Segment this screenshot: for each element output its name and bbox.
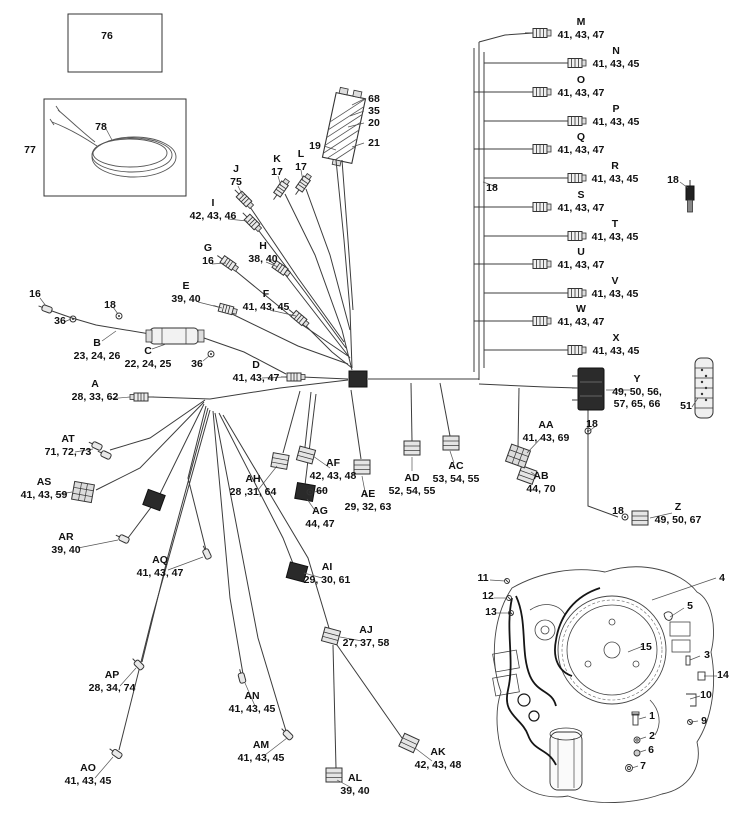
- connector-O-icon: [524, 87, 552, 97]
- connector-AC-icon: [442, 435, 460, 451]
- connector-AA-icon: [505, 443, 531, 469]
- connector-AG-icon: [294, 482, 316, 502]
- harness-wires: [51, 32, 619, 769]
- connector-U-icon: [524, 259, 552, 269]
- ring-18-z-icon: [621, 513, 629, 521]
- connector-AE-icon: [353, 459, 371, 475]
- connector-AL-icon: [325, 767, 343, 783]
- connector-AK-icon: [398, 732, 420, 754]
- connector-AB-icon: [516, 465, 538, 485]
- inset-box-77: [43, 98, 187, 197]
- fuse-holder: [145, 327, 205, 345]
- part-18-top-right-icon: [685, 180, 695, 213]
- leader-lines: [39, 169, 717, 789]
- engine-inset: [492, 566, 714, 803]
- trunk-junction-block: [348, 370, 368, 388]
- connector-V-icon: [559, 288, 587, 298]
- connector-Y-icon: [572, 367, 605, 411]
- connector-G-icon: [214, 251, 240, 274]
- connector-AJ-icon: [320, 626, 342, 646]
- connector-W-icon: [524, 316, 552, 326]
- harness-tape-block: [142, 488, 166, 512]
- connector-R-icon: [559, 173, 587, 183]
- connector-P-icon: [559, 116, 587, 126]
- connector-X-icon: [559, 345, 587, 355]
- part-51-icon: [694, 357, 714, 419]
- connector-AN-icon: [236, 668, 247, 685]
- coiled-cable: [49, 105, 177, 178]
- connector-AI-icon: [285, 561, 309, 583]
- control-module: [321, 86, 367, 167]
- inset-box-76: [67, 13, 163, 73]
- module-leaders: [323, 98, 365, 151]
- engine-harness-wiring: [505, 587, 601, 766]
- connector-J-icon: [231, 186, 256, 211]
- connector-F-icon: [285, 306, 311, 329]
- connector-H-icon: [266, 256, 292, 279]
- fastener-icons: [504, 578, 706, 772]
- connector-AT-icon: [87, 438, 104, 452]
- connector-AR-icon: [114, 531, 131, 545]
- connector-AO-icon: [107, 745, 124, 760]
- connector-S-icon: [524, 202, 552, 212]
- connector-Z-icon: [631, 510, 649, 526]
- connector-A-icon: [129, 392, 155, 402]
- connector-Q-icon: [524, 144, 552, 154]
- connector-N-icon: [559, 58, 587, 68]
- connector-AH-icon: [270, 452, 290, 470]
- connector-T-icon: [559, 231, 587, 241]
- ring-18-b-icon: [115, 312, 123, 320]
- connector-E-icon: [211, 301, 239, 317]
- connector-AS-icon: [71, 480, 95, 504]
- connector-M-icon: [524, 28, 552, 38]
- connector-AD-icon: [403, 440, 421, 456]
- connector-AF-icon: [295, 445, 317, 465]
